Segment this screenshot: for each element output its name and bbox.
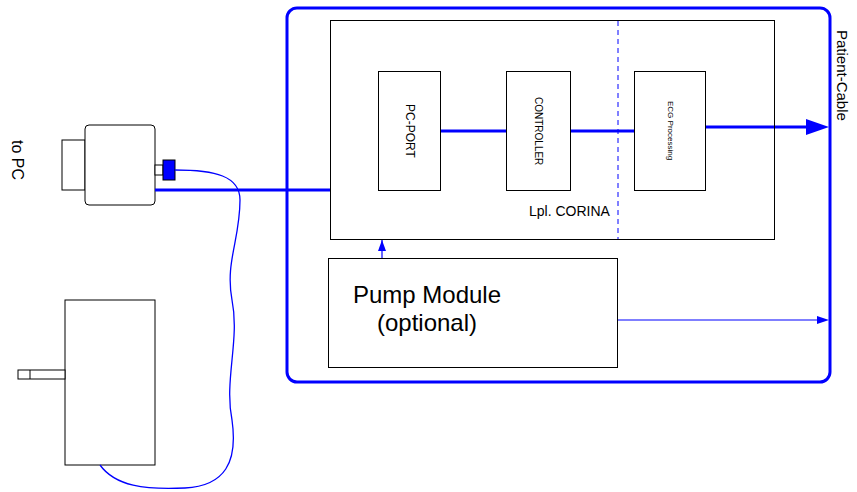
connector-flange [62, 140, 85, 190]
signal-connector [571, 130, 634, 133]
cable-label: Patient-Cable [834, 30, 851, 121]
node-label: PC-PORT [403, 104, 417, 158]
device-housing [287, 8, 830, 382]
signal-connector [441, 130, 506, 133]
node-label: Pump Module (optional) [335, 281, 519, 336]
adapter-prong [18, 370, 65, 379]
function-block: CONTROLLER [506, 71, 571, 191]
power-cable [100, 170, 240, 488]
power-plug [163, 160, 175, 180]
module-box: Pump Module (optional) [328, 258, 618, 368]
pc-cable [155, 189, 330, 192]
signal-connector [381, 240, 382, 258]
node-label: CONTROLLER [533, 97, 545, 165]
patient-cable-line [705, 126, 812, 129]
connector-body [85, 125, 155, 205]
arrow-head [817, 316, 829, 324]
node-label: ECG Processing [665, 101, 674, 160]
function-block: ECG Processing [634, 71, 706, 191]
pump-output-line [618, 319, 818, 320]
port-label: to PC [8, 140, 26, 180]
adapter-prong-mark [30, 370, 31, 379]
power-jack [155, 165, 163, 175]
arrow-head [806, 119, 829, 135]
circuit-board: Lpl. CORINA PC-PORT CONTROLLER ECG Processi… [330, 20, 775, 240]
function-block: PC-PORT [378, 71, 441, 191]
node-label: Lpl. CORINA [527, 203, 612, 219]
power-adapter [65, 300, 155, 465]
